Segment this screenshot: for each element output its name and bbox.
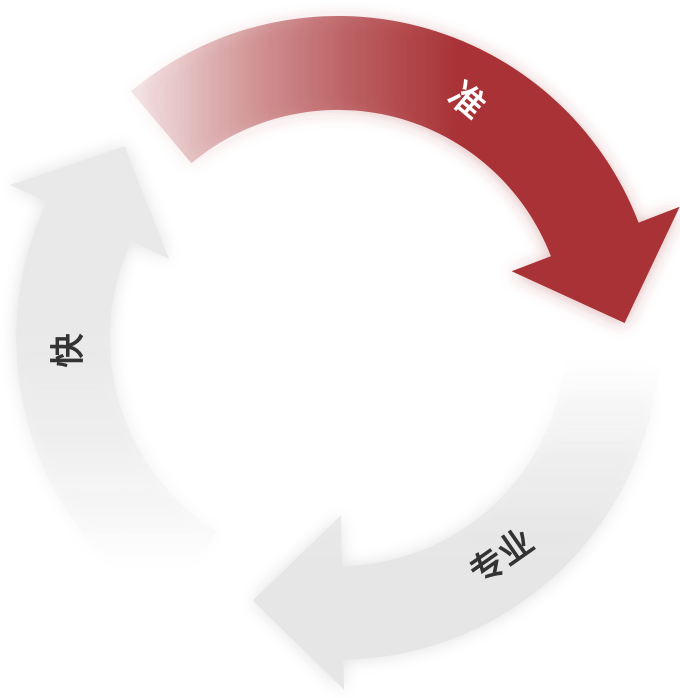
arrow-accurate — [131, 15, 680, 323]
arrow-professional — [252, 357, 659, 690]
label-fast: 快 — [48, 333, 89, 368]
arrow-fast — [9, 146, 218, 612]
